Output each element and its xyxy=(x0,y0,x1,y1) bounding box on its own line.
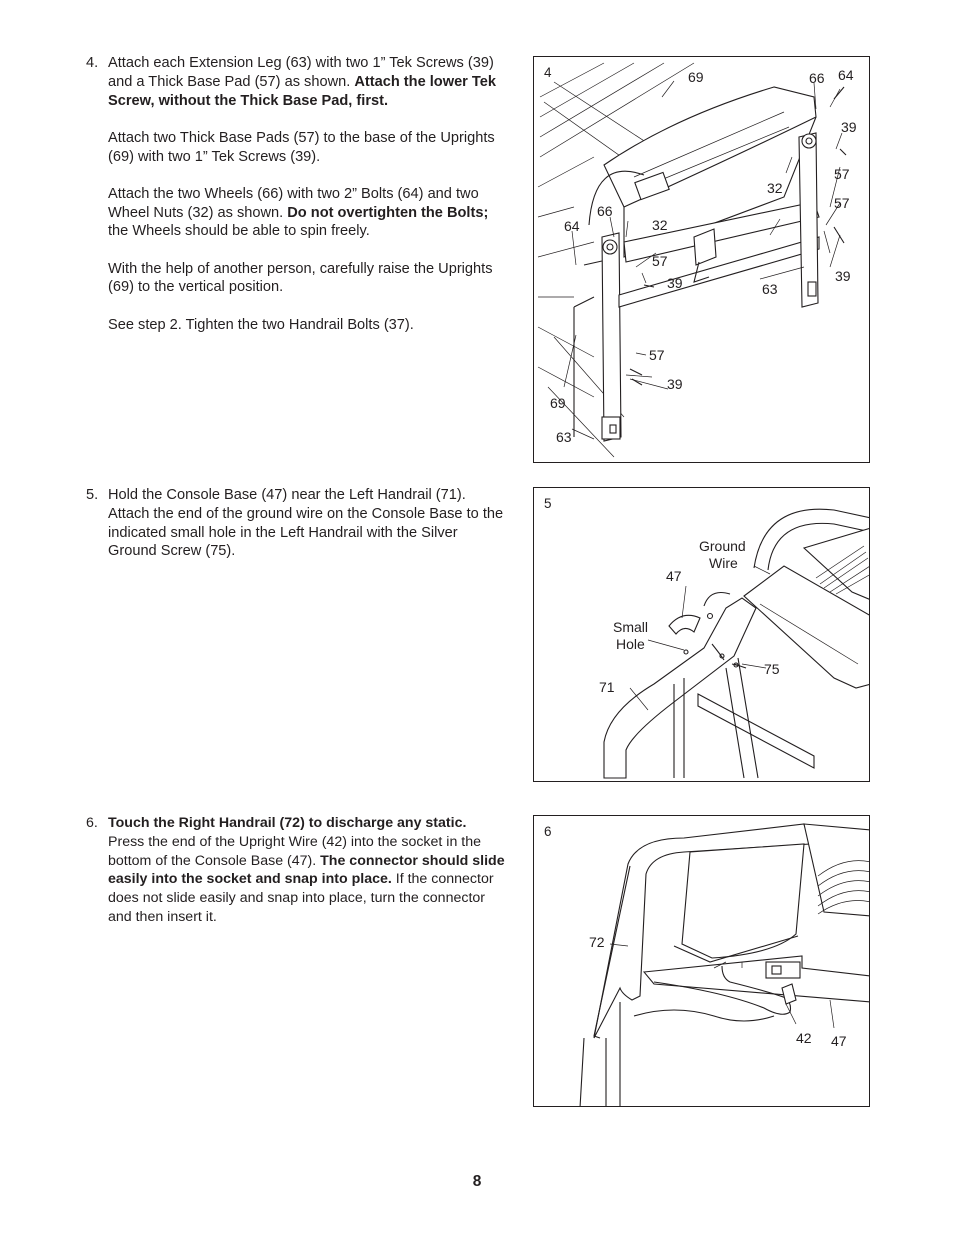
step-5: 5. Hold the Console Base (47) near the L… xyxy=(86,486,506,580)
callout: 69 xyxy=(550,395,566,411)
emphasis-text: Attach the lower Tek Screw, without the … xyxy=(108,73,496,109)
upright-frame-illustration xyxy=(583,86,847,442)
figure-6-callouts: 72 42 47 xyxy=(589,934,847,1049)
callout: 57 xyxy=(834,166,850,182)
instruction-text: With the help of another person, careful… xyxy=(108,260,493,296)
callout: 64 xyxy=(564,218,580,234)
callout: Wire xyxy=(709,555,738,571)
step-4: 4. Attach each Extension Leg (63) with t… xyxy=(86,54,506,353)
callout: 72 xyxy=(589,934,605,950)
callout: 69 xyxy=(688,69,704,85)
callout: 57 xyxy=(649,347,665,363)
callout: 42 xyxy=(796,1030,812,1046)
callout: 71 xyxy=(599,679,615,695)
callout-leaders xyxy=(629,565,771,711)
step-paragraph: Touch the Right Handrail (72) to dischar… xyxy=(108,814,506,927)
callout: Small xyxy=(613,619,648,635)
callout: Hole xyxy=(616,636,645,652)
callout: 39 xyxy=(835,268,851,284)
callout-leaders xyxy=(563,80,843,440)
treadmill-base-illustration xyxy=(537,62,695,458)
callout: 57 xyxy=(834,195,850,211)
callout: 63 xyxy=(762,281,778,297)
figure-4: 4 xyxy=(533,56,870,463)
figure-4-drawing: 69 66 64 39 57 32 57 66 32 64 57 39 63 3… xyxy=(537,62,857,458)
step-paragraph: See step 2. Tighten the two Handrail Bol… xyxy=(108,316,506,335)
figure-number: 5 xyxy=(544,496,552,511)
step-number: 4. xyxy=(86,55,99,71)
figure-5-drawing: Ground Wire 47 Small Hole 75 71 xyxy=(599,508,869,779)
step-paragraph: Attach two Thick Base Pads (57) to the b… xyxy=(108,129,506,167)
step-body: Hold the Console Base (47) near the Left… xyxy=(108,486,506,561)
callout: 66 xyxy=(597,203,613,219)
instruction-text: Attach each Extension Leg (63) with two … xyxy=(108,55,494,90)
callout: 47 xyxy=(831,1033,847,1049)
callout: 39 xyxy=(667,376,683,392)
callout: 32 xyxy=(652,217,668,233)
step-number: 5. xyxy=(86,487,99,503)
callout: 47 xyxy=(666,568,682,584)
emphasis-text: Do not overtighten the Bolts; xyxy=(287,204,489,221)
figure-number: 4 xyxy=(544,65,552,80)
handrail-illustration xyxy=(603,508,869,779)
callout-leaders xyxy=(609,943,835,1029)
emphasis-text: The connector should slide easily into t… xyxy=(108,852,505,888)
instruction-text: If the connector does not slide easily a… xyxy=(108,871,494,925)
callout: 75 xyxy=(764,661,780,677)
callout: 66 xyxy=(809,70,825,86)
callout: 57 xyxy=(652,253,668,269)
figure-5: 5 xyxy=(533,487,870,782)
step-paragraph: Attach the two Wheels (66) with two 2” B… xyxy=(108,185,506,241)
step-number: 6. xyxy=(86,815,98,831)
callout: 32 xyxy=(767,180,783,196)
step-body: Attach each Extension Leg (63) with two … xyxy=(108,54,506,334)
figure-number: 6 xyxy=(544,824,552,839)
instruction-text: Hold the Console Base (47) near the Left… xyxy=(108,487,504,560)
callout: 39 xyxy=(841,119,857,135)
instruction-text: Press the end of the Upright Wire (42) i… xyxy=(108,833,482,869)
figure-4-callouts: 69 66 64 39 57 32 57 66 32 64 57 39 63 3… xyxy=(550,67,857,445)
figure-5-callouts: Ground Wire 47 Small Hole 75 71 xyxy=(599,538,780,695)
figure-6-drawing: 72 42 47 xyxy=(579,823,869,1106)
console-illustration xyxy=(579,823,869,1106)
emphasis-text: Touch the Right Handrail (72) to dischar… xyxy=(108,815,467,831)
callout: 64 xyxy=(838,67,854,83)
callout: Ground xyxy=(699,538,746,554)
callout: 63 xyxy=(556,429,572,445)
instruction-text: See step 2. Tighten the two Handrail Bol… xyxy=(108,316,414,333)
figure-6: 6 7 xyxy=(533,815,870,1107)
step-body: Touch the Right Handrail (72) to dischar… xyxy=(108,814,506,927)
step-paragraph: With the help of another person, careful… xyxy=(108,260,506,298)
callout: 39 xyxy=(667,275,683,291)
instruction-text: the Wheels should be able to spin freely… xyxy=(108,223,370,240)
instruction-text: Attach the two Wheels (66) with two 2” B… xyxy=(108,185,479,221)
step-paragraph: Hold the Console Base (47) near the Left… xyxy=(108,486,506,561)
step-6: 6. Touch the Right Handrail (72) to disc… xyxy=(86,814,506,945)
instruction-text: Attach two Thick Base Pads (57) to the b… xyxy=(108,129,495,165)
step-paragraph: Attach each Extension Leg (63) with two … xyxy=(108,54,506,110)
page-number: 8 xyxy=(472,1173,482,1190)
